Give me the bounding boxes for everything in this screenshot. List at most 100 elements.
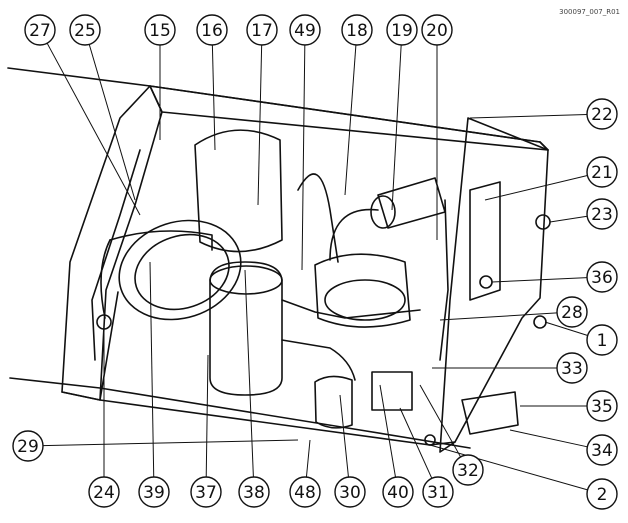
callout-circle xyxy=(138,476,170,508)
leader-line-48 xyxy=(305,439,311,478)
document-reference: 300097_007_R01 xyxy=(559,8,620,16)
callout-circle xyxy=(586,98,618,130)
callout-35: 35 xyxy=(586,390,618,422)
bolt-36 xyxy=(479,275,493,289)
mounting-bracket xyxy=(461,391,519,435)
callout-20: 20 xyxy=(421,14,453,46)
leader-line-30 xyxy=(339,394,349,478)
callout-number: 31 xyxy=(427,483,449,503)
right-panel xyxy=(439,117,549,453)
callout-circle xyxy=(334,476,366,508)
frame-bottom-edge xyxy=(9,377,471,449)
leader-line-38 xyxy=(244,269,254,478)
callout-circle xyxy=(238,476,270,508)
compressor-body xyxy=(209,261,283,396)
fan-shroud-inner xyxy=(134,233,230,311)
leader-lines xyxy=(42,42,588,491)
callout-number: 32 xyxy=(457,461,479,481)
leader-line-40 xyxy=(379,384,397,478)
tube-cap xyxy=(297,173,339,263)
callout-circle xyxy=(586,261,618,293)
accumulator xyxy=(314,375,353,429)
callout-number: 21 xyxy=(591,163,613,183)
tube-riser xyxy=(439,199,449,361)
callout-16: 16 xyxy=(196,14,228,46)
tube-suction xyxy=(281,299,421,319)
callout-number: 37 xyxy=(195,483,217,503)
callout-circle xyxy=(190,476,222,508)
callout-circle xyxy=(386,14,418,46)
callout-number: 29 xyxy=(17,437,39,457)
callout-number: 23 xyxy=(591,205,613,225)
callout-circle xyxy=(421,14,453,46)
callout-number: 30 xyxy=(339,483,361,503)
callout-circle xyxy=(144,14,176,46)
callout-15: 15 xyxy=(144,14,176,46)
tube-top xyxy=(109,230,213,251)
callout-19: 19 xyxy=(386,14,418,46)
callout-48: 48 xyxy=(289,476,321,508)
callout-number: 16 xyxy=(201,21,223,41)
leader-line-34 xyxy=(509,429,588,448)
callout-circle xyxy=(24,14,56,46)
control-box xyxy=(469,181,501,301)
callout-number: 33 xyxy=(561,359,583,379)
leader-line-29 xyxy=(42,439,299,447)
callout-circle xyxy=(586,324,618,356)
callout-number: 49 xyxy=(294,21,316,41)
callout-number: 17 xyxy=(251,21,273,41)
left-panel-inner xyxy=(91,149,141,361)
callout-number: 19 xyxy=(391,21,413,41)
tube-liquid xyxy=(329,208,379,261)
fan-shroud xyxy=(118,219,242,321)
callout-21: 21 xyxy=(586,156,618,188)
callout-18: 18 xyxy=(341,14,373,46)
leader-line-31 xyxy=(399,407,433,479)
callout-30: 30 xyxy=(334,476,366,508)
leader-line-37 xyxy=(205,354,209,478)
callout-number: 25 xyxy=(74,21,96,41)
callout-number: 28 xyxy=(561,303,583,323)
receiver-tank xyxy=(194,129,283,253)
callout-circle xyxy=(289,14,321,46)
callout-37: 37 xyxy=(190,476,222,508)
callout-23: 23 xyxy=(586,198,618,230)
base-plate xyxy=(61,291,456,446)
bolt-23 xyxy=(535,214,551,230)
callout-circle xyxy=(382,476,414,508)
left-panel xyxy=(61,85,163,401)
callout-27: 27 xyxy=(24,14,56,46)
leader-line-32 xyxy=(419,384,462,458)
callout-number: 39 xyxy=(143,483,165,503)
leader-line-1 xyxy=(544,321,588,336)
callout-number: 22 xyxy=(591,105,613,125)
callout-number: 35 xyxy=(591,397,613,417)
callout-number: 34 xyxy=(591,441,613,461)
callout-25: 25 xyxy=(69,14,101,46)
leader-line-22 xyxy=(469,113,588,119)
leader-line-49 xyxy=(301,44,306,271)
callout-circle xyxy=(69,14,101,46)
callout-circle xyxy=(196,14,228,46)
callout-circle xyxy=(289,476,321,508)
filter-drier xyxy=(377,177,446,229)
bolt-1 xyxy=(533,315,547,329)
callout-circle xyxy=(586,478,618,510)
leader-line-23 xyxy=(549,215,588,223)
callout-40: 40 xyxy=(382,476,414,508)
leader-line-25 xyxy=(88,44,136,201)
callout-32: 32 xyxy=(452,454,484,486)
callout-28: 28 xyxy=(556,296,588,328)
leader-line-28 xyxy=(439,312,558,321)
callout-number: 27 xyxy=(29,21,51,41)
callout-number: 38 xyxy=(243,483,265,503)
callout-17: 17 xyxy=(246,14,278,46)
valve-block xyxy=(371,371,413,411)
callout-circle xyxy=(586,198,618,230)
bolt-2 xyxy=(424,434,436,446)
leader-line-17 xyxy=(257,44,263,206)
leader-line-21 xyxy=(484,175,588,201)
callout-circle xyxy=(422,476,454,508)
